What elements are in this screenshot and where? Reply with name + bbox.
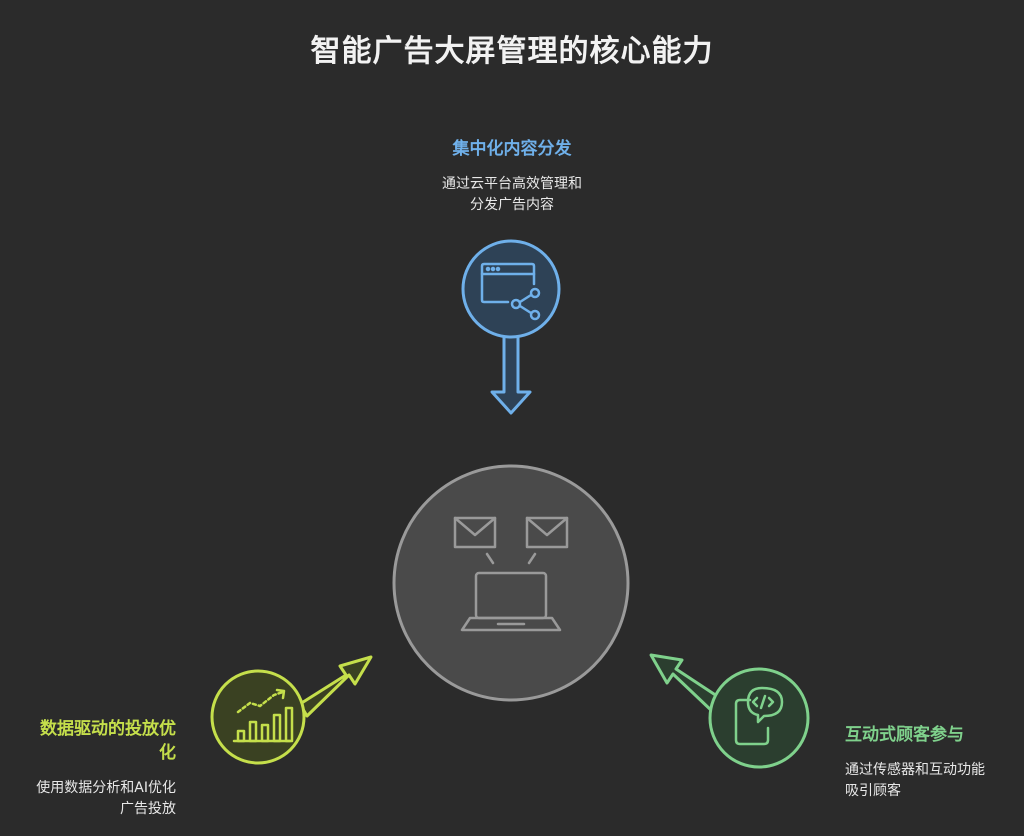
left-node-desc-line: 广告投放	[120, 801, 176, 817]
left-node-description: 使用数据分析和AI优化 广告投放	[6, 778, 176, 820]
phone-code-chat-icon	[734, 686, 784, 746]
left-arrow	[298, 655, 373, 718]
browser-share-icon	[480, 262, 541, 321]
top-node-desc-line: 分发广告内容	[470, 197, 554, 213]
top-arrow	[490, 333, 532, 415]
right-node-description: 通过传感器和互动功能 吸引顾客	[845, 760, 1020, 802]
top-node-title: 集中化内容分发	[452, 139, 572, 159]
page-title: 智能广告大屏管理的核心能力	[310, 34, 714, 69]
right-node-desc-line: 通过传感器和互动功能	[845, 762, 985, 778]
left-node-desc-line: 使用数据分析和AI优化	[36, 780, 176, 796]
right-node	[649, 653, 810, 769]
top-node-description: 通过云平台高效管理和 分发广告内容	[362, 174, 662, 216]
top-node-desc-line: 通过云平台高效管理和	[442, 176, 582, 192]
left-node-title-line: 化	[159, 743, 176, 763]
left-node-title-line: 数据驱动的投放优	[40, 719, 176, 739]
right-arrow	[649, 653, 722, 714]
right-node-title: 互动式顾客参与	[845, 725, 964, 745]
left-node-title: 数据驱动的投放优 化	[6, 717, 176, 765]
center-hub	[392, 464, 630, 702]
left-node	[210, 655, 373, 765]
top-node	[461, 239, 561, 415]
laptop-mail-icon	[453, 516, 569, 632]
right-node-desc-line: 吸引顾客	[845, 783, 901, 799]
bar-chart-trend-icon	[232, 688, 294, 743]
